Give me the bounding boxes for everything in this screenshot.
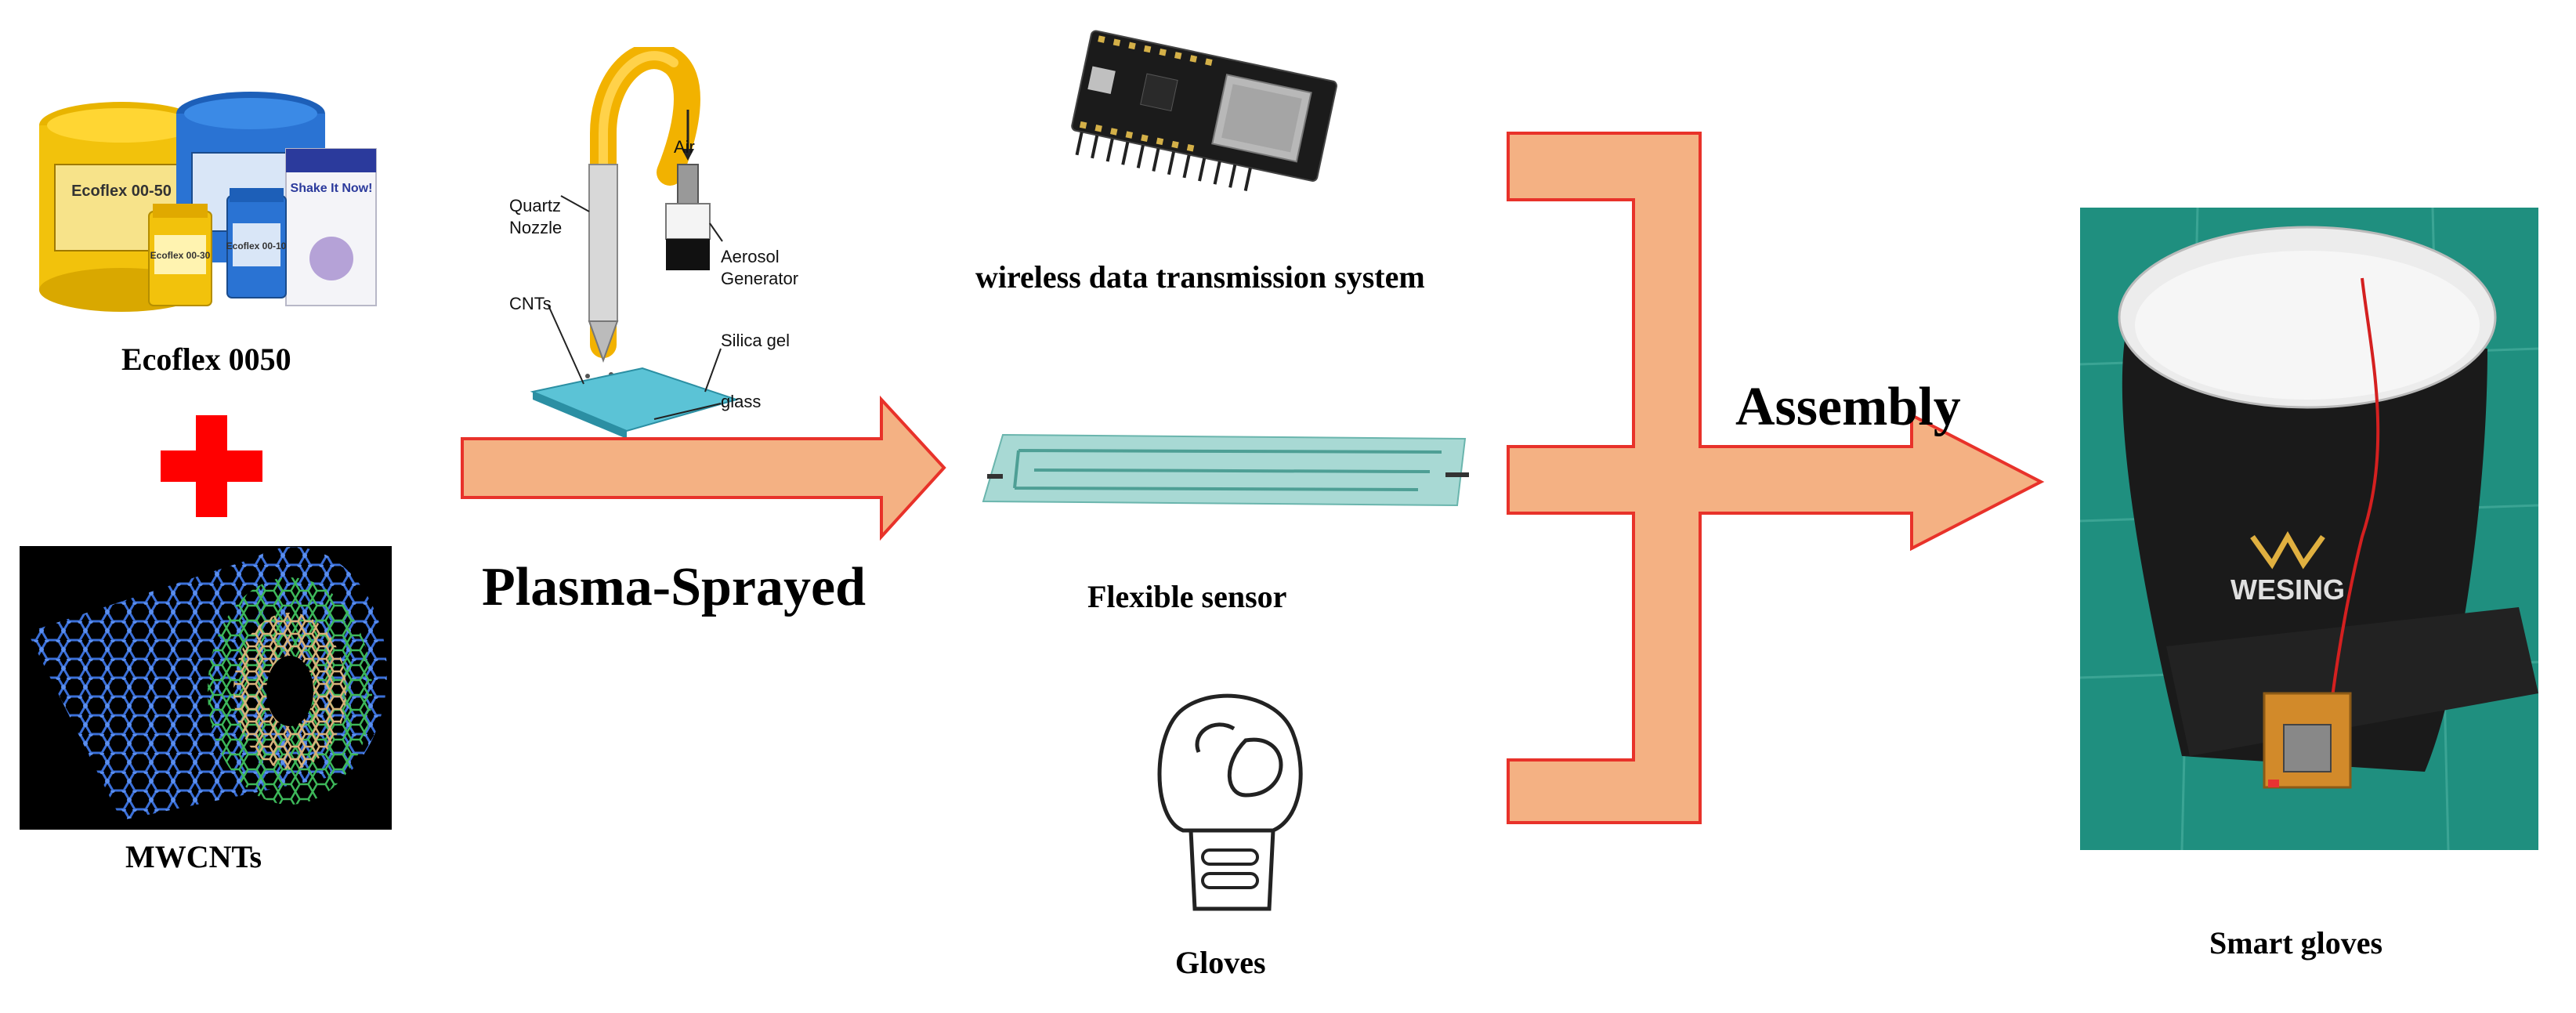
setup-label-air: Air <box>674 137 695 157</box>
assembly-arrow <box>1507 132 2045 824</box>
ecoflex-label: Ecoflex 0050 <box>121 342 291 377</box>
wireless-board-image <box>1071 30 1337 191</box>
jar-label-3: Ecoflex 00-10 <box>226 241 287 251</box>
flexible-sensor-image <box>982 433 1469 507</box>
jar-label-4: Shake It Now! <box>291 182 373 195</box>
boxing-glove-icon <box>1157 693 1303 911</box>
setup-label-silica: Silica gel <box>721 331 790 350</box>
smart-gloves-label: Smart gloves <box>2209 925 2383 961</box>
setup-label-generator: Generator <box>721 269 798 288</box>
glove-brand: WESING <box>2230 573 2345 606</box>
gloves-label: Gloves <box>1175 945 1266 980</box>
ecoflex-jars-image: Ecoflex 00-50 Shake It Now! Ecoflex 00-3… <box>39 92 377 312</box>
setup-label-glass: glass <box>721 392 761 411</box>
setup-label-cnts: CNTs <box>509 294 552 313</box>
assembly-label: Assembly <box>1735 377 1961 437</box>
jar-label-1: Ecoflex 00-50 <box>71 183 172 200</box>
mwcnt-label: MWCNTs <box>125 839 262 874</box>
setup-label-quartz: Quartz <box>509 196 561 215</box>
sensor-label: Flexible sensor <box>1087 579 1287 614</box>
process-label: Plasma-Sprayed <box>482 557 866 617</box>
mwcnt-image <box>20 546 392 830</box>
plus-icon <box>161 415 262 517</box>
plasma-spray-setup-image: Quartz Nozzle Air Aerosol Generator CNTs… <box>509 47 798 439</box>
setup-label-aerosol: Aerosol <box>721 247 780 266</box>
wireless-label: wireless data transmission system <box>975 259 1425 295</box>
smart-glove-photo: WESING <box>2080 208 2538 850</box>
setup-label-nozzle: Nozzle <box>509 218 562 237</box>
process-arrow <box>461 396 946 541</box>
jar-label-2: Ecoflex 00-30 <box>150 250 211 261</box>
